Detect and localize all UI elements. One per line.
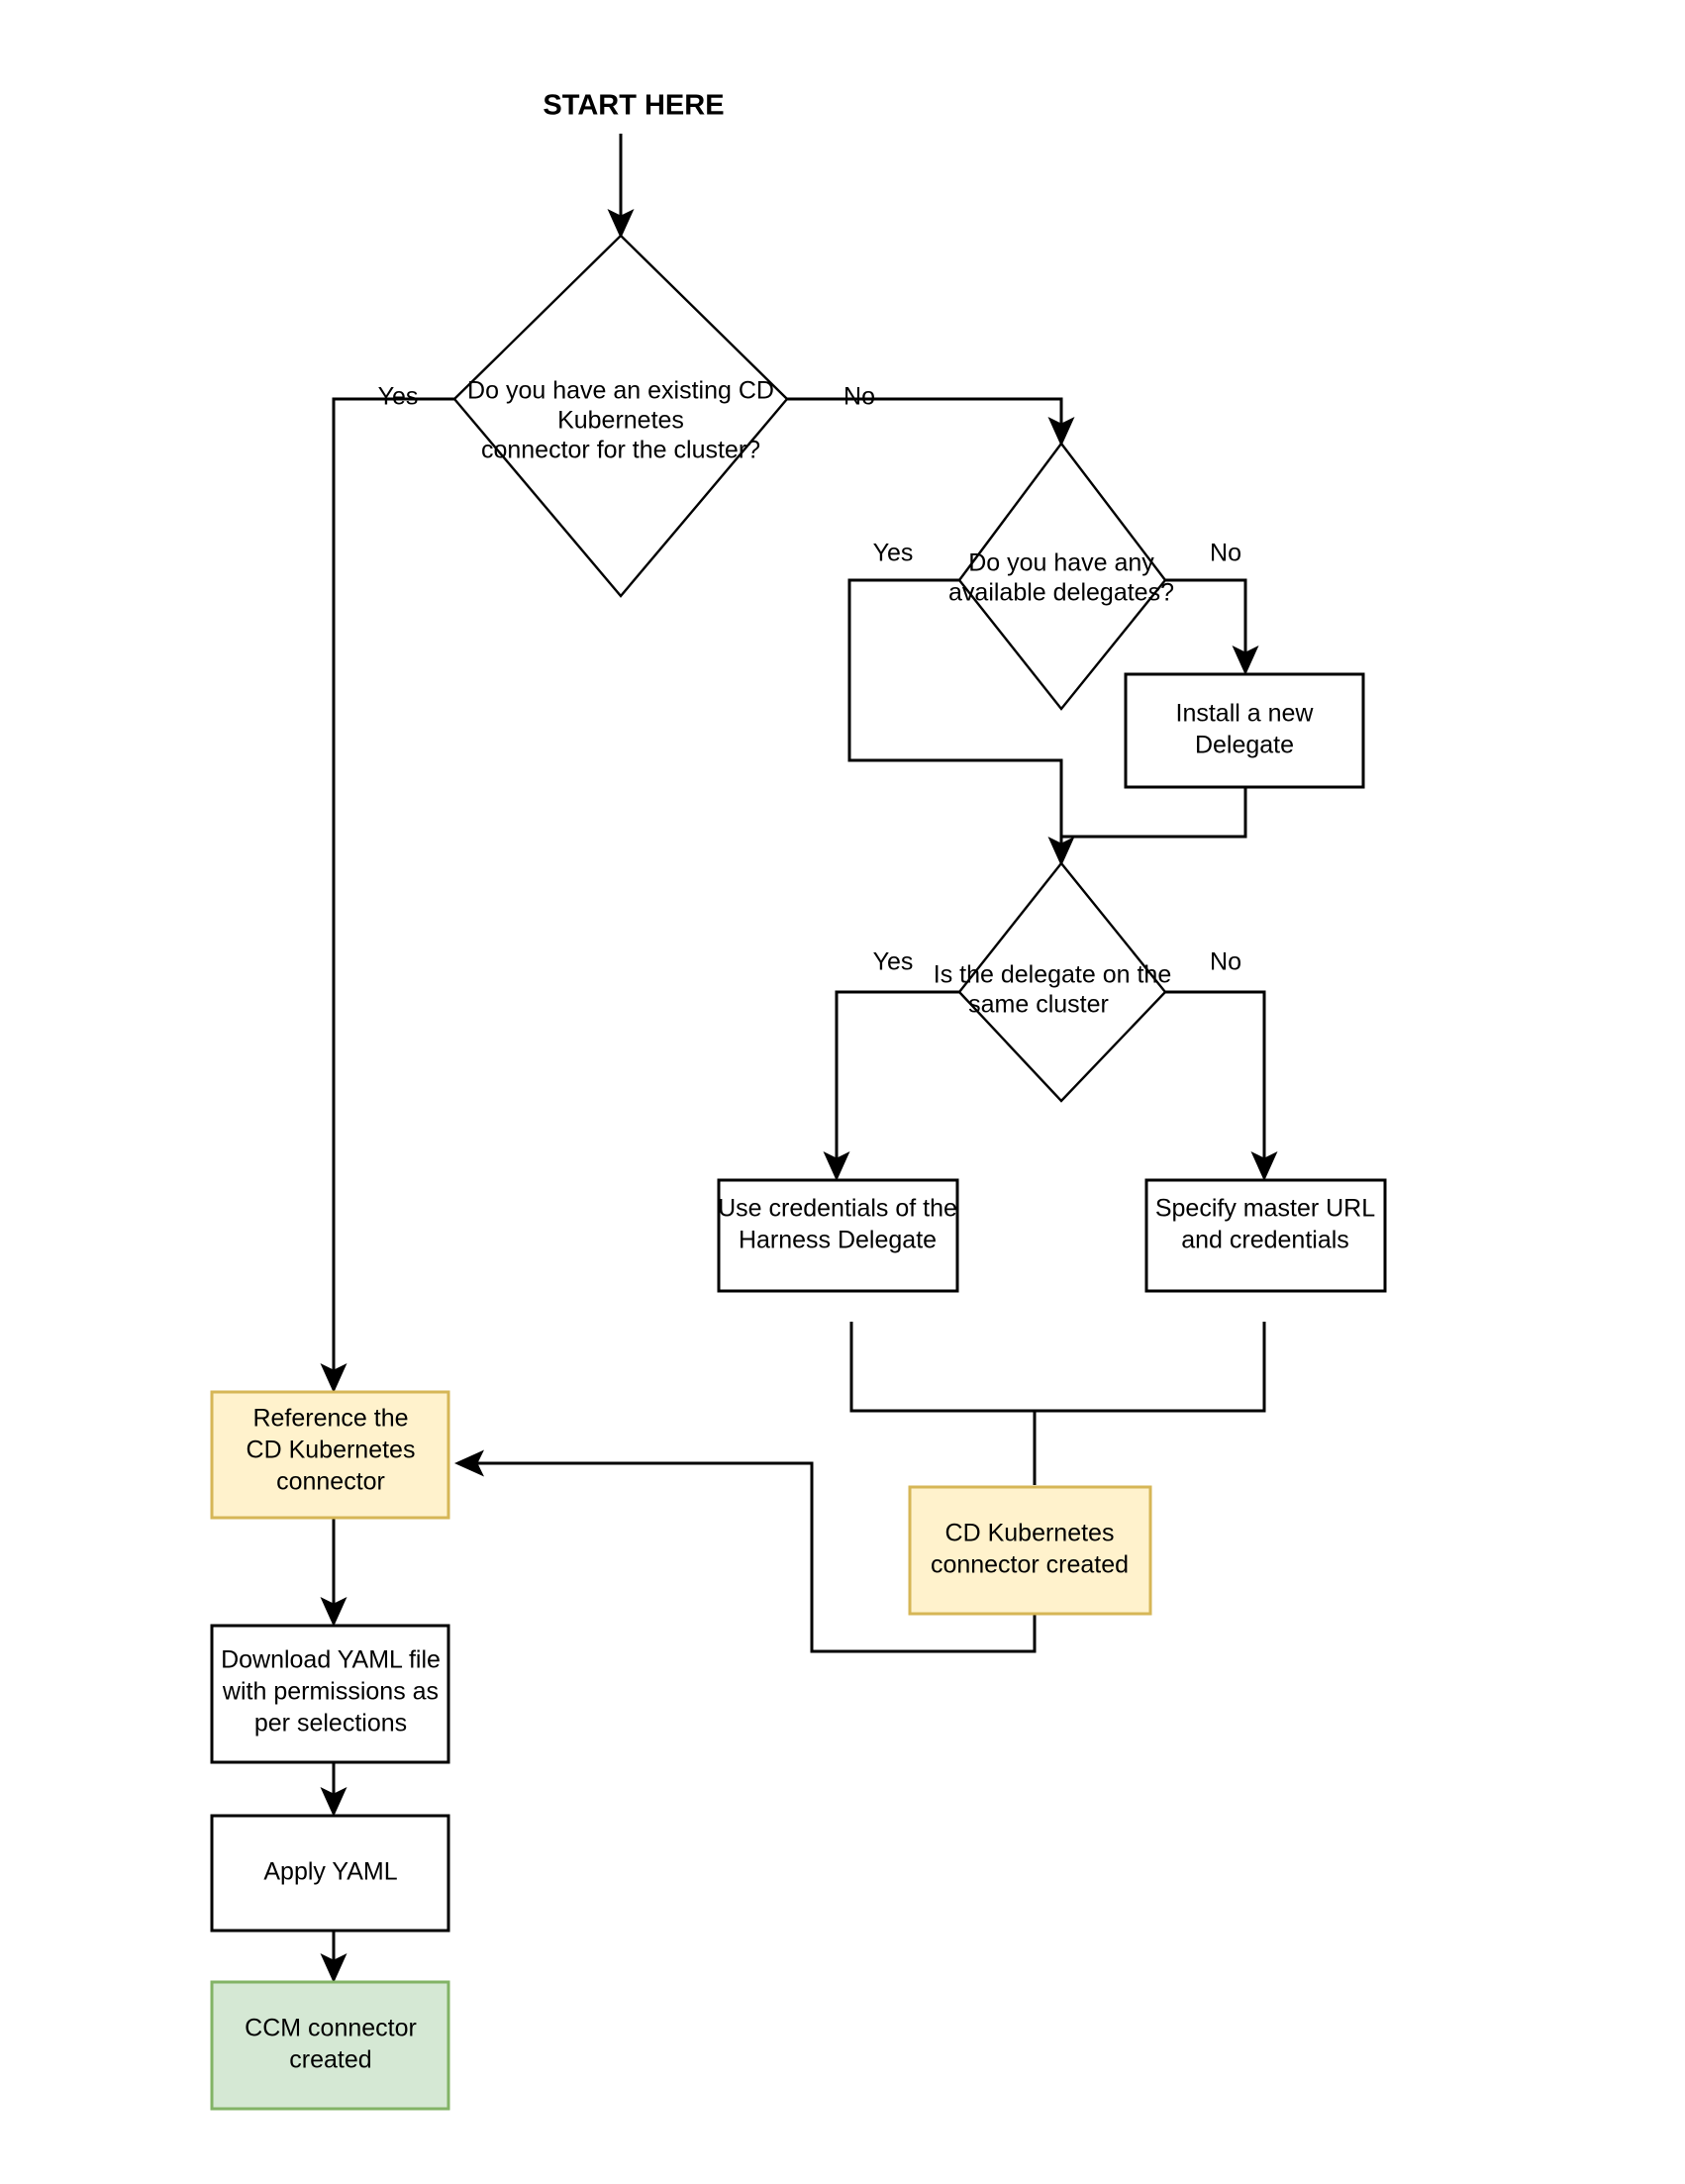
edge-same-cluster-yes-to-use-credentials [823,990,959,1181]
node-download-yaml-file[interactable]: Download YAML file with permissions as p… [210,1624,450,1764]
box-cd-connector-created-shape [908,1485,1152,1616]
node-use-harness-delegate-credentials[interactable]: Use credentials of the Harness Delegate [717,1178,959,1293]
diamond-available-delegates-line1: Do you have any [968,549,1154,577]
edge-existing-no-to-delegates [787,397,1075,447]
box-use-credentials-line1: Use credentials of the [718,1195,957,1223]
box-download-yaml-line3: per selections [254,1710,407,1737]
edge-label-delegates-no: No [1210,540,1241,567]
node-ccm-connector-created[interactable]: CCM connector created [210,1980,450,2111]
edge-cd-connector-created-to-reference [454,1449,1037,1653]
box-reference-connector-line2: CD Kubernetes [247,1437,416,1464]
edge-label-existing-yes: Yes [378,383,419,411]
box-install-new-delegate-line2: Delegate [1195,732,1294,759]
box-ccm-connector-created-line1: CCM connector [245,2015,417,2042]
diamond-existing-connector-line1: Do you have an existing CD [467,377,774,405]
edge-existing-yes-to-reference [320,397,454,1393]
node-install-new-delegate[interactable]: Install a new Delegate [1124,672,1365,789]
box-specify-master-url-line1: Specify master URL [1155,1195,1375,1223]
box-specify-master-url-line2: and credentials [1181,1227,1349,1254]
node-decision-delegate-same-cluster[interactable]: Is the delegate on the same cluster [934,861,1171,1103]
edge-label-existing-no: No [843,383,875,411]
box-download-yaml-shape [210,1624,450,1764]
box-install-new-delegate-shape [1124,672,1365,789]
node-decision-existing-connector[interactable]: Do you have an existing CD Kubernetes co… [452,234,789,598]
diamond-delegate-same-cluster-line1: Is the delegate on the [934,961,1171,989]
diamond-available-delegates-shape [957,442,1167,711]
node-decision-available-delegates[interactable]: Do you have any available delegates? [948,442,1174,711]
edge-use-credentials-to-merge [849,1322,1035,1413]
node-apply-yaml[interactable]: Apply YAML [210,1814,450,1933]
box-apply-yaml-shape [210,1814,450,1933]
box-apply-yaml-line1: Apply YAML [263,1858,397,1886]
edge-same-cluster-no-to-specify-master-url [1165,990,1278,1181]
edge-delegates-yes-to-same-cluster [847,578,1075,866]
box-reference-connector-shape [210,1390,450,1520]
edge-label-same-cluster-yes: Yes [873,948,914,976]
edge-label-same-cluster-no: No [1210,948,1241,976]
edge-install-delegate-to-same-cluster [1061,787,1247,839]
start-here-label: START HERE [543,90,724,122]
box-use-credentials-line2: Harness Delegate [739,1227,937,1254]
box-reference-connector-line1: Reference the [252,1405,408,1433]
box-cd-connector-created-line2: connector created [931,1551,1129,1579]
box-ccm-connector-created-shape [210,1980,450,2111]
diamond-available-delegates-line2: available delegates? [948,579,1174,607]
box-download-yaml-line2: with permissions as [222,1678,439,1706]
diamond-delegate-same-cluster-line2: same cluster [968,991,1109,1019]
edge-delegates-no-to-install-delegate [1165,578,1259,675]
box-use-credentials-shape [717,1178,959,1293]
node-specify-master-url[interactable]: Specify master URL and credentials [1144,1178,1387,1293]
box-download-yaml-line1: Download YAML file [221,1646,441,1674]
box-cd-connector-created-line1: CD Kubernetes [945,1520,1115,1547]
node-reference-cd-kubernetes-connector[interactable]: Reference the CD Kubernetes connector [210,1390,450,1520]
diamond-delegate-same-cluster-shape [957,861,1167,1103]
box-install-new-delegate-line1: Install a new [1176,700,1315,728]
box-reference-connector-line3: connector [276,1468,385,1496]
edge-label-delegates-yes: Yes [873,540,914,567]
node-cd-kubernetes-connector-created[interactable]: CD Kubernetes connector created [908,1485,1152,1616]
edge-specify-master-url-to-merge [1035,1322,1266,1413]
diamond-existing-connector-line2: Kubernetes [557,407,684,435]
diamond-existing-connector-line3: connector for the cluster? [481,437,760,464]
box-ccm-connector-created-line2: created [289,2046,371,2074]
diamond-existing-connector-shape [452,234,789,598]
box-specify-master-url-shape [1144,1178,1387,1293]
